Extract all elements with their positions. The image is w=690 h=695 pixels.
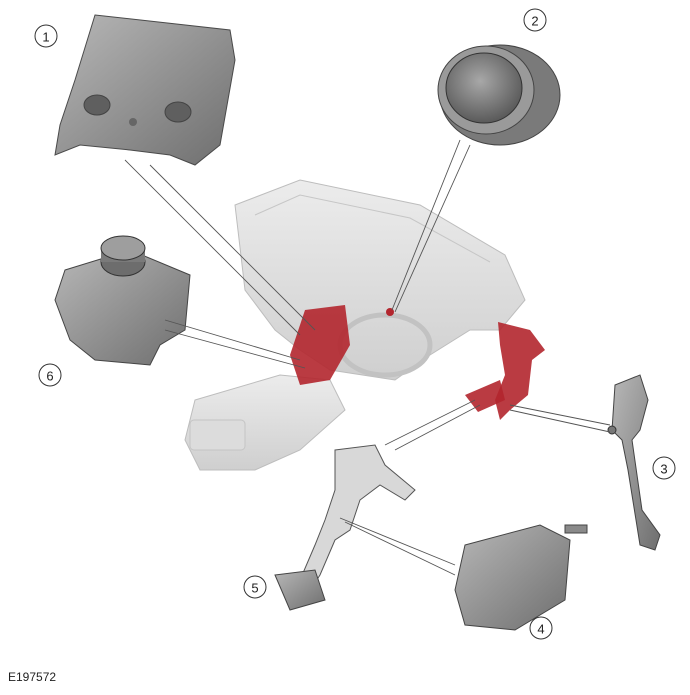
- part-rotary-selector-module: [54, 235, 191, 366]
- figure-reference-code: E197572: [8, 670, 57, 684]
- callout-circle: [34, 24, 58, 48]
- brake-switch-highlight: [465, 380, 505, 412]
- callout-4: 4: [529, 616, 553, 640]
- console-panel-highlight: [290, 305, 350, 385]
- callout-3: 3: [652, 456, 676, 480]
- callout-6: 6: [38, 363, 62, 387]
- callout-circle: [243, 575, 267, 599]
- part-console-trim-panel: [54, 14, 236, 166]
- callout-circle: [523, 8, 547, 32]
- callout-5: 5: [243, 575, 267, 599]
- vehicle-interior-ghost: [184, 179, 526, 471]
- part-start-stop-button: [437, 44, 561, 146]
- callout-circle: [38, 363, 62, 387]
- callout-2: 2: [523, 8, 547, 32]
- highlighted-components: [290, 305, 545, 420]
- callout-label: 5: [251, 581, 258, 596]
- rear-vents-ghost: [189, 419, 246, 451]
- callout-label: 3: [660, 462, 667, 477]
- callout-1: 1: [34, 24, 58, 48]
- part-brake-pedal-assembly: [274, 444, 416, 611]
- callout-label: 6: [46, 369, 53, 384]
- part-accelerator-pedal: [607, 374, 661, 551]
- callout-label: 2: [531, 14, 538, 29]
- part-brake-switch: [454, 524, 588, 631]
- leader-lines: [124, 139, 611, 576]
- callout-circle: [529, 616, 553, 640]
- callout-label: 4: [537, 622, 544, 637]
- accelerator-pedal-highlight: [495, 322, 545, 420]
- callout-label: 1: [42, 30, 49, 45]
- callout-circle: [652, 456, 676, 480]
